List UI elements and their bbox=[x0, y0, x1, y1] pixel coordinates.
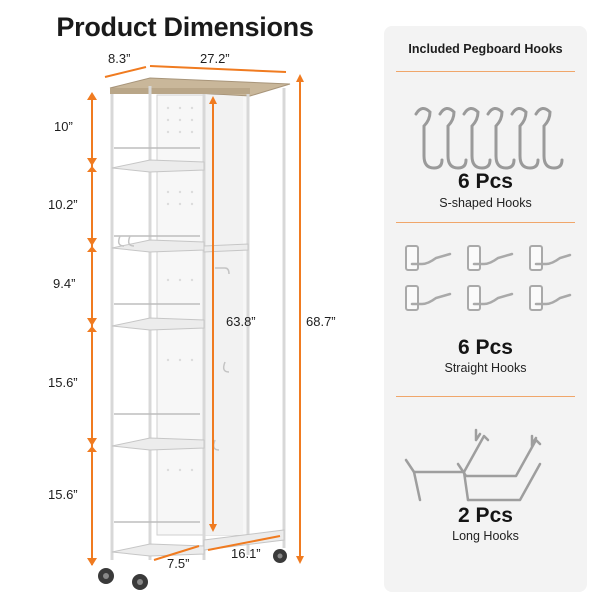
shelf-3-label: 9.4” bbox=[53, 276, 76, 291]
shelf-1-label: 10” bbox=[54, 119, 73, 134]
depth-label: 8.3” bbox=[108, 51, 131, 66]
shelf-4-label: 15.6” bbox=[48, 375, 78, 390]
width-label: 27.2” bbox=[200, 51, 230, 66]
straight-hooks-label: Straight Hooks bbox=[444, 361, 527, 375]
bottom-width-label: 16.1” bbox=[231, 546, 261, 561]
straight-hooks-icon bbox=[405, 245, 572, 311]
long-hooks-count: 2 Pcs bbox=[458, 504, 513, 527]
hooks-panel: Included Pegboard Hooks 6 Pcs S-shaped H… bbox=[384, 26, 587, 592]
pegboard-height-label: 63.8” bbox=[226, 314, 256, 329]
page-title: Product Dimensions bbox=[56, 12, 314, 42]
panel-divider bbox=[396, 222, 575, 223]
s-hooks-label: S-shaped Hooks bbox=[439, 196, 532, 210]
hooks-panel-heading: Included Pegboard Hooks bbox=[408, 42, 563, 56]
long-hooks-icon bbox=[404, 428, 542, 502]
shelf-2-label: 10.2” bbox=[48, 197, 78, 212]
bottom-depth-label: 7.5” bbox=[167, 556, 190, 571]
straight-hooks-count: 6 Pcs bbox=[458, 336, 513, 359]
panel-divider bbox=[396, 71, 575, 72]
s-hooks-count: 6 Pcs bbox=[458, 170, 513, 193]
panel-divider bbox=[396, 396, 575, 397]
long-hooks-label: Long Hooks bbox=[452, 529, 519, 543]
total-height-label: 68.7” bbox=[306, 314, 336, 329]
s-shaped-hooks-icon bbox=[414, 107, 564, 170]
shelf-5-label: 15.6” bbox=[48, 487, 78, 502]
